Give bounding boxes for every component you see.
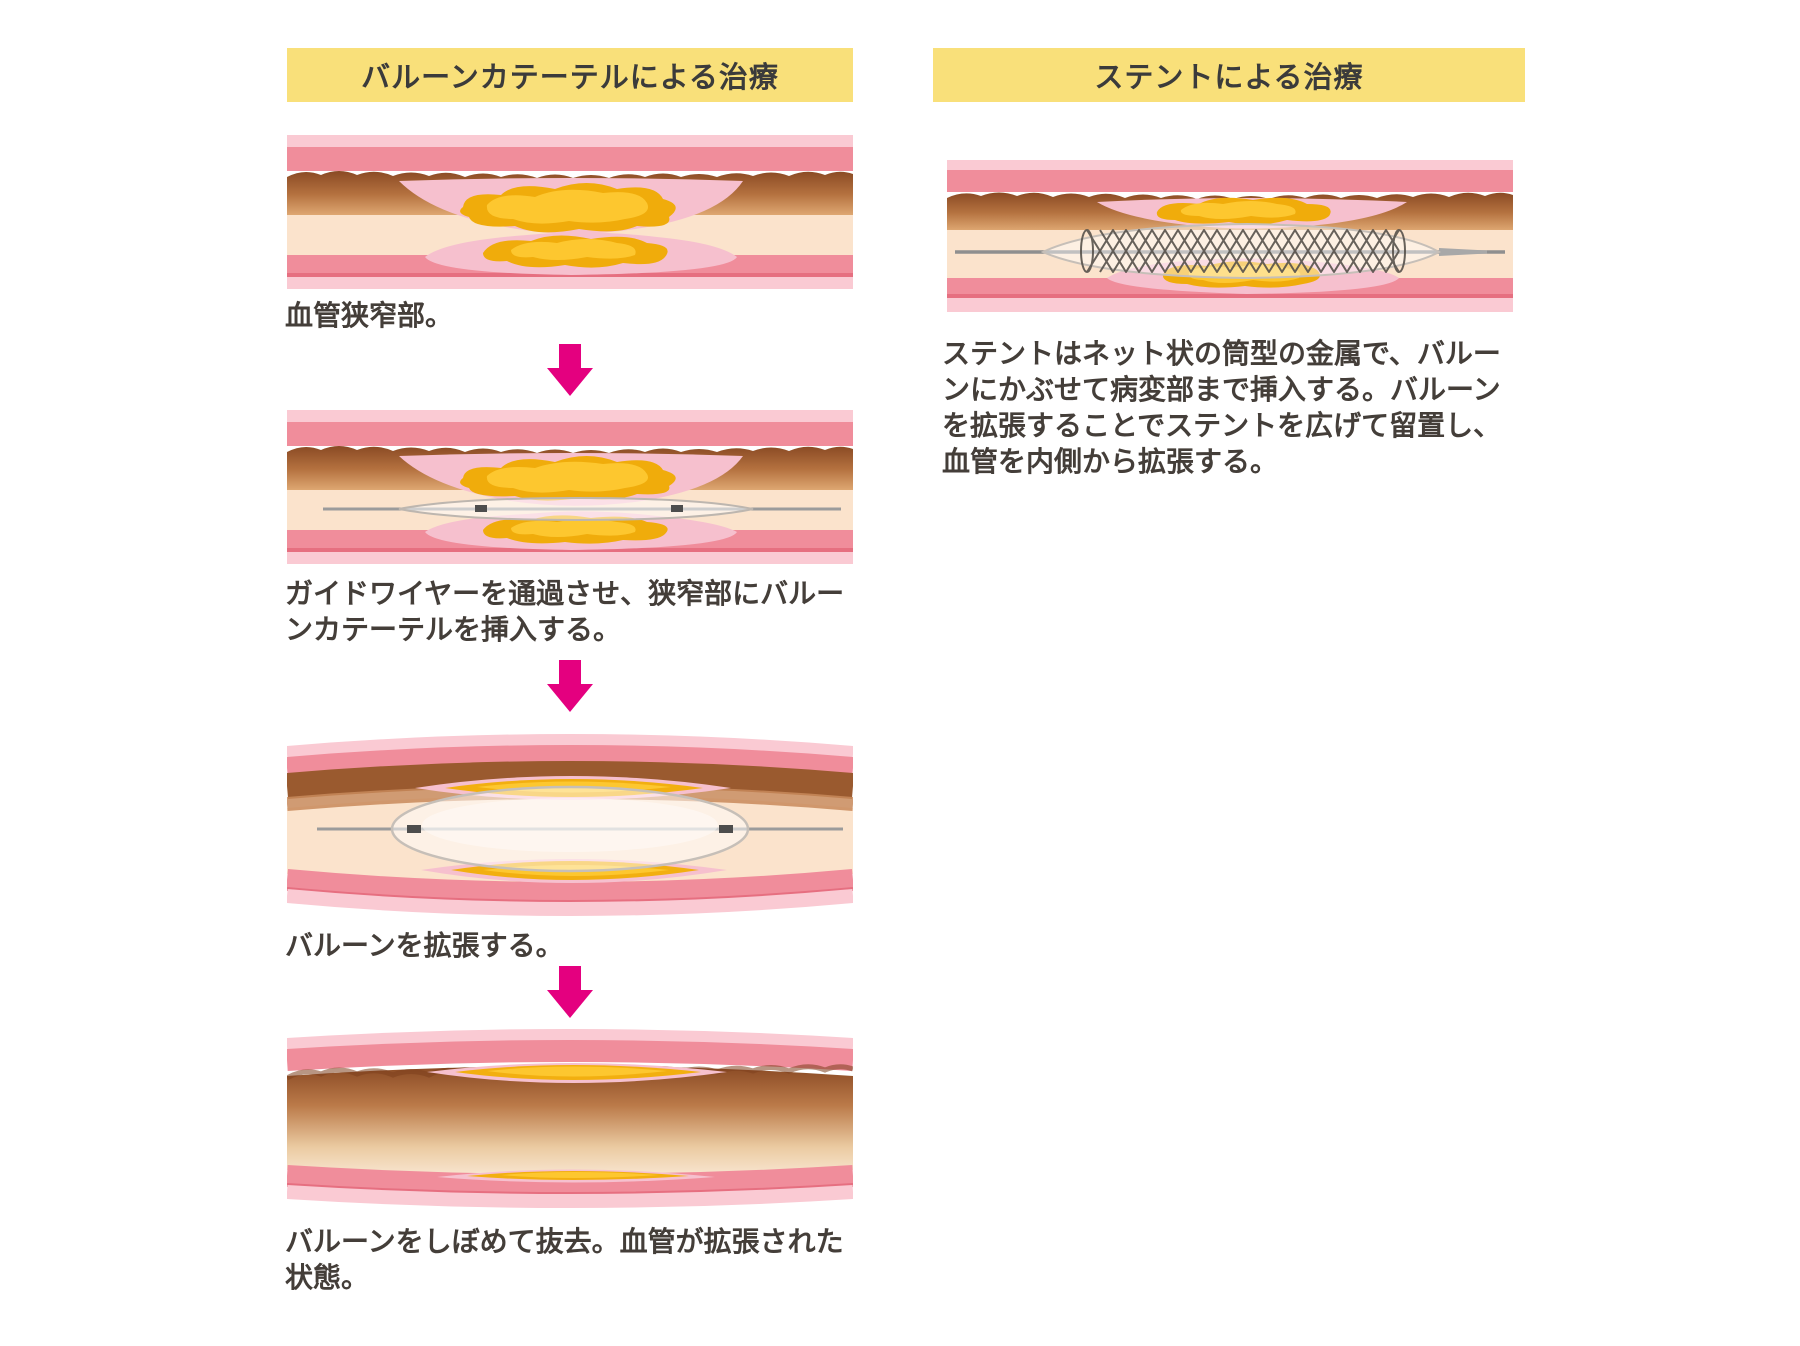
down-arrow-icon [547,966,593,1018]
balloon-catheter-treatment-header: バルーンカテーテルによる治療 [287,48,853,102]
down-arrow-icon [547,344,593,396]
step2-caption: ガイドワイヤーを通過させ、狭窄部にバルーンカテーテルを挿入する。 [285,578,845,645]
vessel-stenosis-illustration [287,131,853,293]
down-arrow-icon [547,660,593,712]
vessel-stent-illustration [947,158,1513,316]
vessel-balloon-inflated-illustration [287,724,853,922]
step1-caption: 血管狭窄部。 [285,300,454,331]
header-label: バルーンカテーテルによる治療 [361,62,779,94]
vessel-dilated-illustration [287,1020,853,1216]
step3-caption: バルーンを拡張する。 [285,930,564,961]
stent-treatment-header: ステントによる治療 [933,48,1525,102]
header-label: ステントによる治療 [1094,62,1364,94]
vessel-catheter-illustration [287,406,853,568]
stent-description: ステントはネット状の筒型の金属で、バルーンにかぶせて病変部まで挿入する。バルーン… [942,338,1502,477]
step4-caption: バルーンをしぼめて抜去。血管が拡張された状態。 [285,1226,844,1293]
